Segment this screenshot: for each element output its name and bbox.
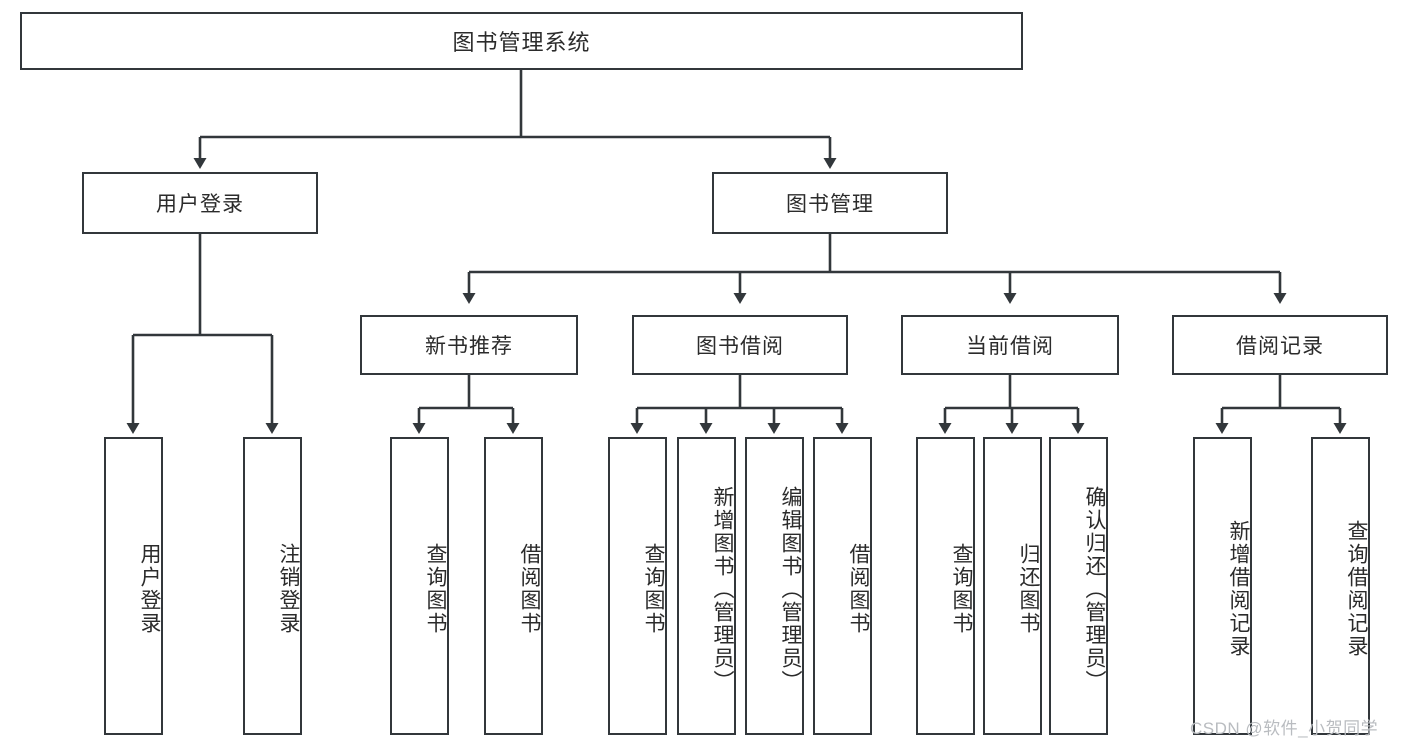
- node-leaf-query-record[interactable]: 查询借阅记录: [1311, 437, 1370, 735]
- node-borrow-record[interactable]: 借阅记录: [1172, 315, 1388, 375]
- node-leaf-user-login[interactable]: 用户登录: [104, 437, 163, 735]
- node-leaf-query-book-2[interactable]: 查询图书: [608, 437, 667, 735]
- node-book-borrow[interactable]: 图书借阅: [632, 315, 848, 375]
- node-leaf-return-book[interactable]: 归还图书: [983, 437, 1042, 735]
- node-leaf-add-book[interactable]: 新增图书（管理员）: [677, 437, 736, 735]
- node-leaf-edit-book[interactable]: 编辑图书（管理员）: [745, 437, 804, 735]
- node-user-login[interactable]: 用户登录: [82, 172, 318, 234]
- node-leaf-query-book-3[interactable]: 查询图书: [916, 437, 975, 735]
- node-leaf-user-logout[interactable]: 注销登录: [243, 437, 302, 735]
- node-leaf-add-record[interactable]: 新增借阅记录: [1193, 437, 1252, 735]
- node-current-borrow[interactable]: 当前借阅: [901, 315, 1119, 375]
- node-leaf-confirm-return[interactable]: 确认归还（管理员）: [1049, 437, 1108, 735]
- node-new-book-recommend[interactable]: 新书推荐: [360, 315, 578, 375]
- csdn-watermark: CSDN @软件_小贺同学: [1190, 719, 1379, 738]
- node-leaf-borrow-book-2[interactable]: 借阅图书: [813, 437, 872, 735]
- node-leaf-borrow-book-1[interactable]: 借阅图书: [484, 437, 543, 735]
- node-book-manage[interactable]: 图书管理: [712, 172, 948, 234]
- node-leaf-query-book-1[interactable]: 查询图书: [390, 437, 449, 735]
- node-root-system[interactable]: 图书管理系统: [20, 12, 1023, 70]
